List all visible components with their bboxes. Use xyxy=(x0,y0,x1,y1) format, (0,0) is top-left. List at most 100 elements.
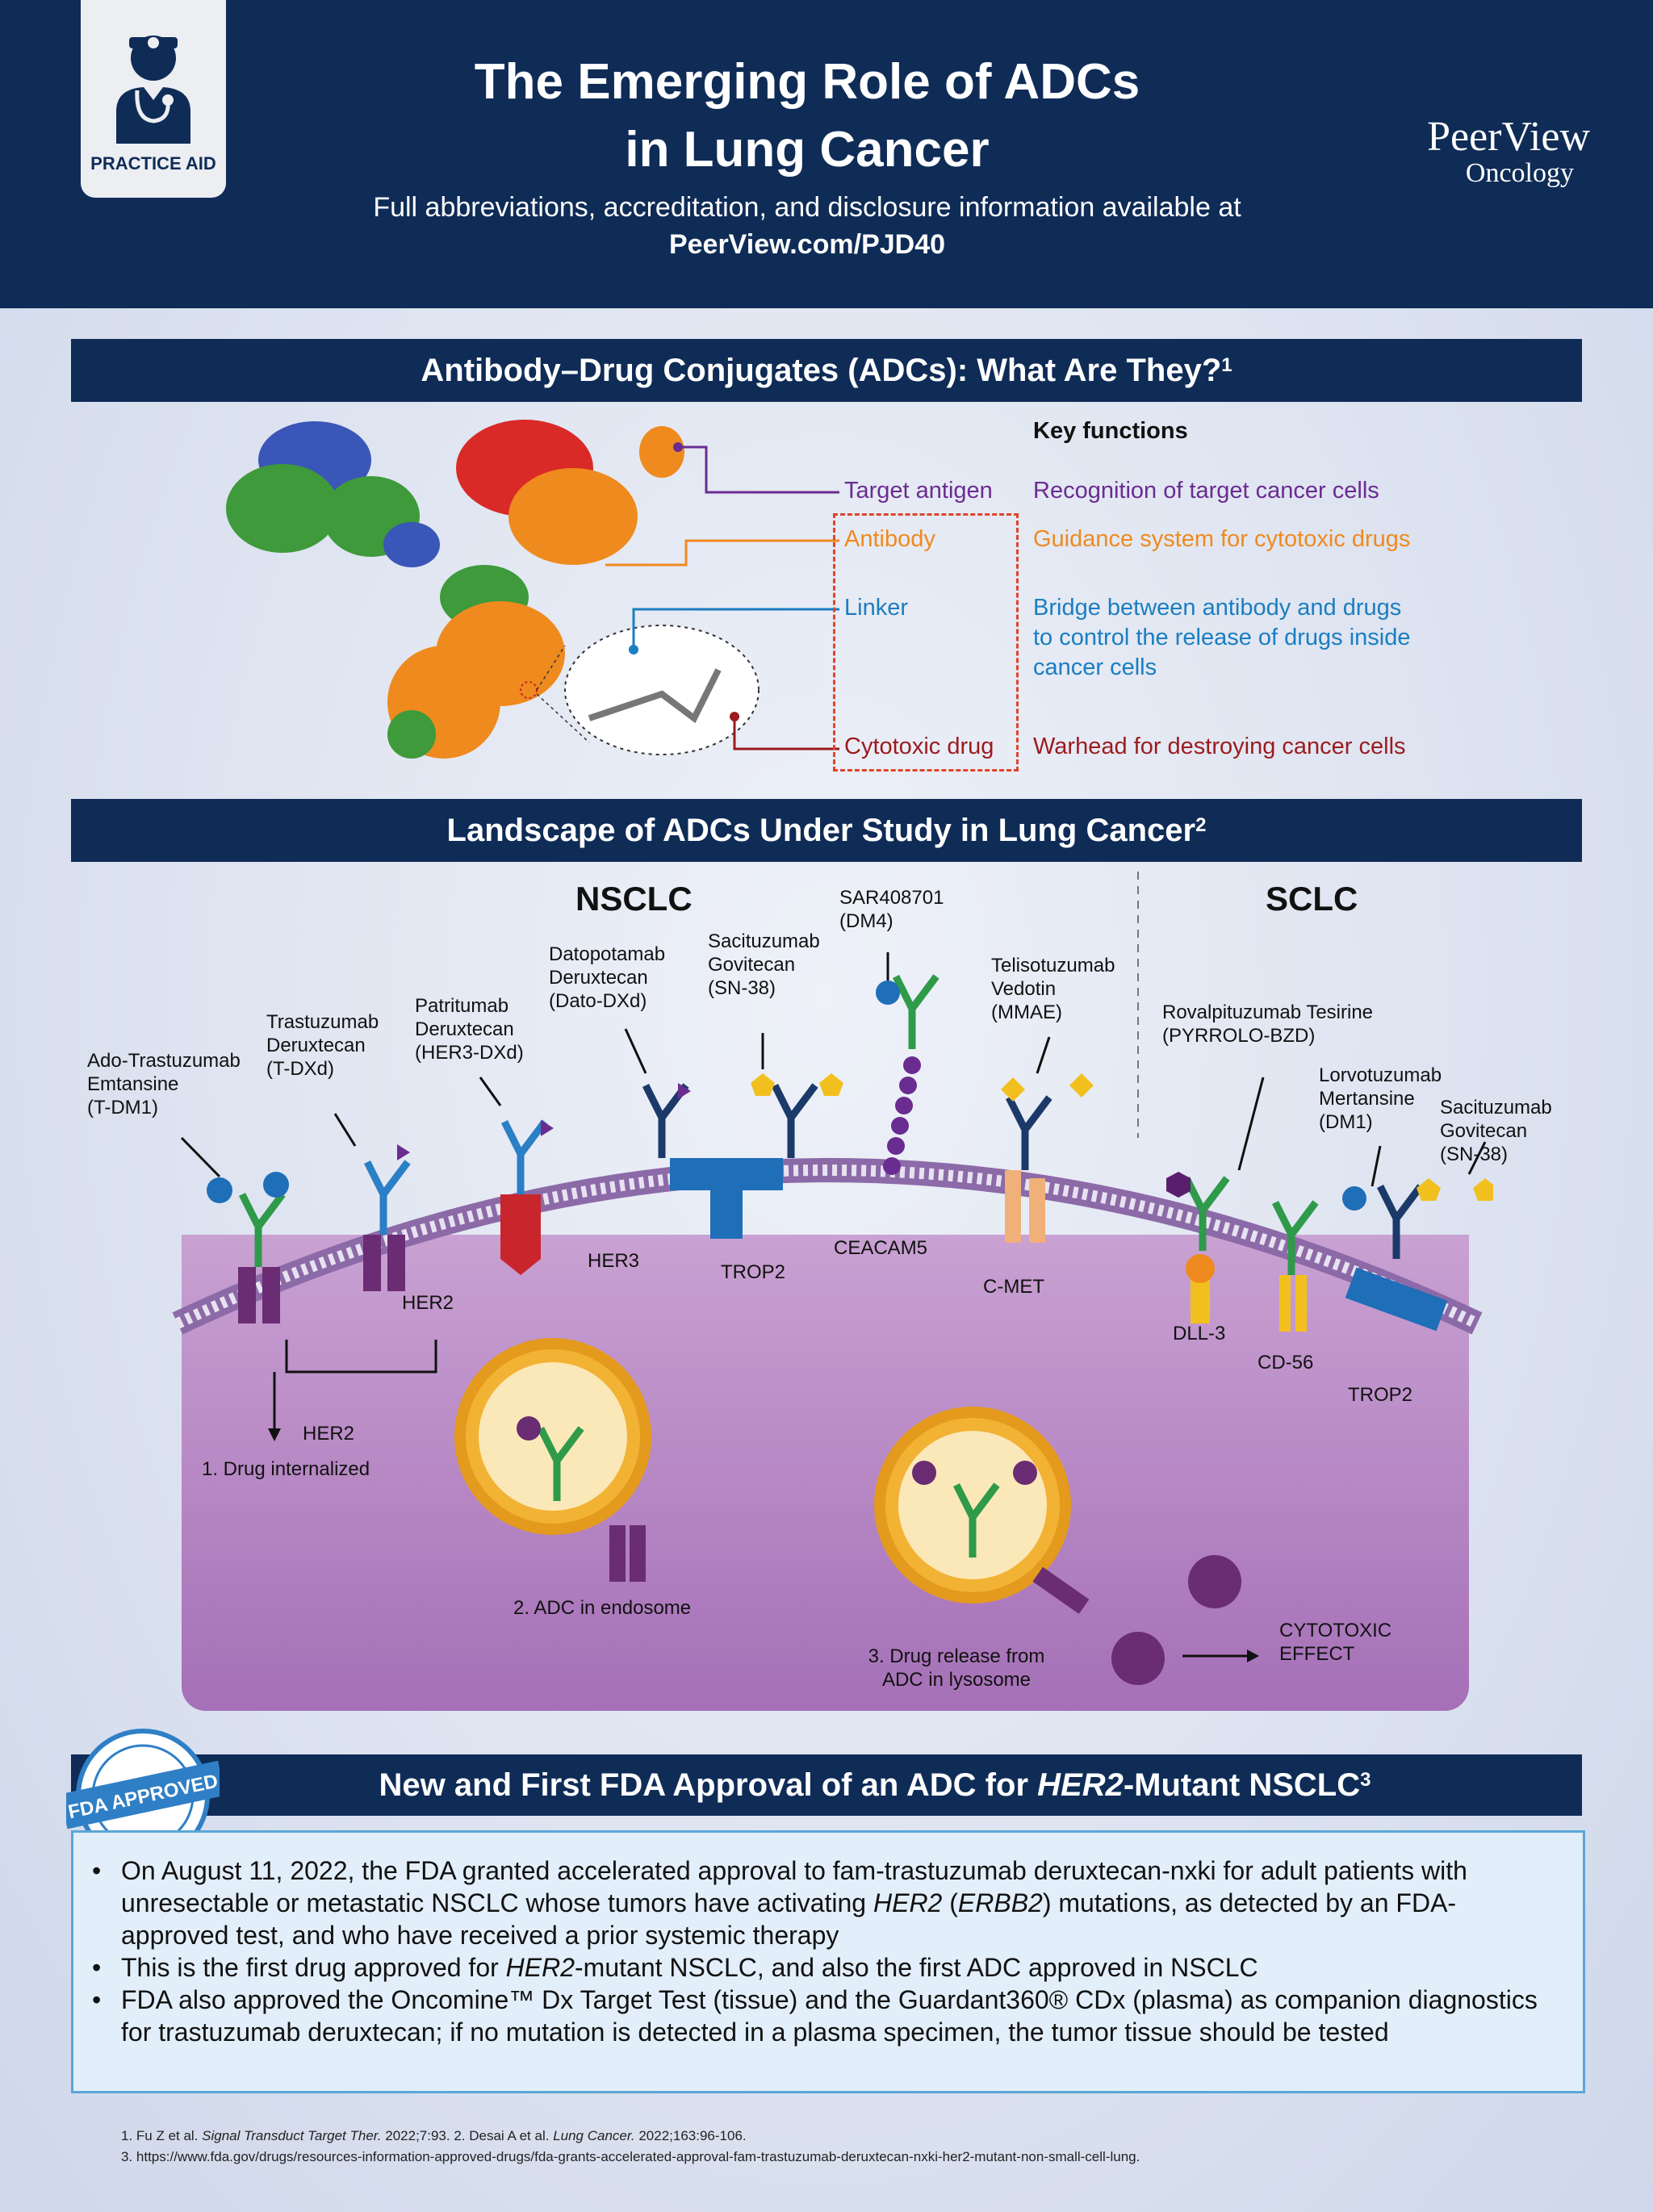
lorvo-antibody xyxy=(1271,1200,1319,1275)
stamp-ribbon xyxy=(66,1760,220,1829)
list-item: FDA also approved the Oncomine™ Dx Targe… xyxy=(89,1984,1558,2048)
drug-label-sg2: Sacituzumab Govitecan (SN-38) xyxy=(1440,1096,1552,1166)
internalization-bracket xyxy=(285,1340,437,1374)
her3dxd-payload xyxy=(541,1120,554,1136)
section-3-ref: 3 xyxy=(1360,1769,1371,1791)
cmet-receptor-b xyxy=(1029,1178,1045,1243)
her2-receptor-2 xyxy=(363,1235,381,1291)
antigen-label-her2: HER2 xyxy=(402,1292,454,1314)
desc-linker-line: to control the release of drugs inside xyxy=(1033,625,1411,650)
cell-body xyxy=(182,1235,1469,1711)
drug-label-line: Datopotamab xyxy=(549,943,666,965)
drug-label-line: Sacituzumab xyxy=(708,930,820,952)
ref-text: 1. Fu Z et al. xyxy=(121,2128,203,2143)
callout-cytotoxic xyxy=(733,717,839,751)
drug-label-line: Trastuzumab xyxy=(266,1011,379,1033)
tdm1-payload-2 xyxy=(263,1172,289,1198)
bullet-gene: HER2 xyxy=(873,1888,943,1917)
reference-line: 1. Fu Z et al. Signal Transduct Target T… xyxy=(121,2126,1574,2147)
badge-label: PRACTICE AID xyxy=(90,153,216,174)
dll3-head xyxy=(1186,1254,1215,1283)
released-drug-2 xyxy=(1111,1632,1165,1685)
title-line-2: in Lung Cancer xyxy=(625,122,990,178)
trop2-receptor-stem xyxy=(710,1190,743,1239)
internalized-receptor xyxy=(609,1525,626,1582)
list-item: On August 11, 2022, the FDA granted acce… xyxy=(89,1854,1558,1951)
bullet-text: On August 11, 2022, the FDA granted acce… xyxy=(121,1856,1467,1917)
fda-bullet-list: On August 11, 2022, the FDA granted acce… xyxy=(89,1854,1558,2048)
datodxd-payload xyxy=(678,1083,691,1099)
header-banner xyxy=(0,0,1653,308)
sg-antibody xyxy=(771,1083,818,1158)
drug-label-her3dxd: Patritumab Deruxtecan (HER3-DXd) xyxy=(415,994,524,1064)
drug-label-sg: Sacituzumab Govitecan (SN-38) xyxy=(708,930,820,1000)
her3-receptor xyxy=(500,1194,541,1275)
page-title: The Emerging Role of ADCs in Lung Cancer xyxy=(323,48,1291,184)
bullet-text: ( xyxy=(942,1888,958,1917)
drug-label-line: Sacituzumab xyxy=(1440,1097,1552,1119)
antigen-label-her3: HER3 xyxy=(588,1250,640,1272)
drug-label-datodxd: Datopotamab Deruxtecan (Dato-DXd) xyxy=(549,943,665,1013)
key-functions-heading: Key functions xyxy=(1033,418,1188,444)
title-line-1: The Emerging Role of ADCs xyxy=(474,54,1140,110)
effect-line: EFFECT xyxy=(1279,1643,1355,1665)
ref-text: 2022;7:93. 2. Desai A et al. xyxy=(381,2128,554,2143)
bullet-text: ) mutations, as detected by an FDA-appro… xyxy=(121,1888,1457,1950)
callout-target-antigen xyxy=(678,445,839,494)
callout-dot-drug xyxy=(730,712,739,721)
drug-label-tdxd: Trastuzumab Deruxtecan (T-DXd) xyxy=(266,1010,379,1081)
step-3-label: 3. Drug release from ADC in lysosome xyxy=(856,1645,1057,1691)
section-2-header: Landscape of ADCs Under Study in Lung Ca… xyxy=(71,799,1582,862)
doctor-icon xyxy=(116,36,190,144)
linker-zoom-ellipse xyxy=(564,625,760,755)
drug-label-tdm1: Ado-Trastuzumab Emtansine (T-DM1) xyxy=(87,1049,241,1119)
trop2-receptor-top xyxy=(670,1158,783,1190)
sg2-antibody xyxy=(1376,1184,1424,1259)
zoom-line-top xyxy=(536,645,566,691)
drug-label-line: Lorvotuzumab xyxy=(1319,1064,1442,1086)
peerview-logo: PeerView xyxy=(1427,114,1590,160)
antigen-label-dll3: DLL-3 xyxy=(1173,1323,1226,1344)
drug-label-line: (Dato-DXd) xyxy=(549,990,647,1012)
drug-label-line: Vedotin xyxy=(991,978,1057,1000)
bullet-gene: ERBB2 xyxy=(957,1888,1043,1917)
sg2-payload xyxy=(1417,1178,1441,1201)
section-2-ref: 2 xyxy=(1195,814,1207,836)
lysosome-payload xyxy=(912,1461,936,1485)
step-3-line: ADC in lysosome xyxy=(881,1669,1032,1691)
lysosome-lumen xyxy=(898,1431,1047,1579)
bullet-text: This is the first drug approved for xyxy=(121,1953,506,1982)
desc-antibody: Guidance system for cytotoxic drugs xyxy=(1033,526,1411,552)
drug-label-line: (DM4) xyxy=(839,910,893,932)
her2-receptor-1b xyxy=(262,1267,280,1323)
peerview-link[interactable]: PeerView.com/PJD40 xyxy=(668,229,946,260)
antigen-label-her2-internal: HER2 xyxy=(303,1423,355,1445)
term-cytotoxic-drug: Cytotoxic drug xyxy=(844,734,994,759)
callout-linker xyxy=(632,608,839,650)
antigen-label-cmet: C-MET xyxy=(983,1276,1044,1298)
cd56-receptor xyxy=(1279,1275,1291,1332)
drug-label-line: Deruxtecan xyxy=(266,1035,366,1056)
adc-components-dashed-box xyxy=(833,513,1019,771)
ref-text: 2022;163:96-106. xyxy=(634,2128,747,2143)
callout-dot-linker xyxy=(629,645,638,654)
drug-label-line: Telisotuzumab xyxy=(991,955,1115,976)
drug-label-line: (HER3-DXd) xyxy=(415,1042,524,1064)
her2-receptor-1 xyxy=(238,1267,256,1323)
drug-label-line: (DM1) xyxy=(1319,1111,1373,1133)
practice-aid-badge: PRACTICE AID xyxy=(81,0,226,198)
lysosome-payload-2 xyxy=(1013,1461,1037,1485)
antigen-label-ceacam5: CEACAM5 xyxy=(834,1237,928,1259)
antigen-label-trop2: TROP2 xyxy=(721,1261,786,1283)
drug-label-line: (SN-38) xyxy=(708,977,776,999)
ceacam5-chain xyxy=(883,1056,921,1175)
reference-link[interactable]: 3. https://www.fda.gov/drugs/resources-i… xyxy=(121,2149,1140,2164)
bullet-text: -mutant NSCLC, and also the first ADC ap… xyxy=(575,1953,1258,1982)
effect-line: CYTOTOXIC xyxy=(1279,1620,1392,1641)
section-3-title-part: -Mutant NSCLC xyxy=(1123,1767,1361,1803)
adc-structure-illustration xyxy=(226,420,839,759)
ref-journal: Signal Transduct Target Ther. xyxy=(202,2128,382,2143)
callout-dot-antigen xyxy=(673,442,683,452)
term-linker: Linker xyxy=(844,595,908,621)
desc-linker: Bridge between antibody and drugs to con… xyxy=(1033,593,1411,683)
